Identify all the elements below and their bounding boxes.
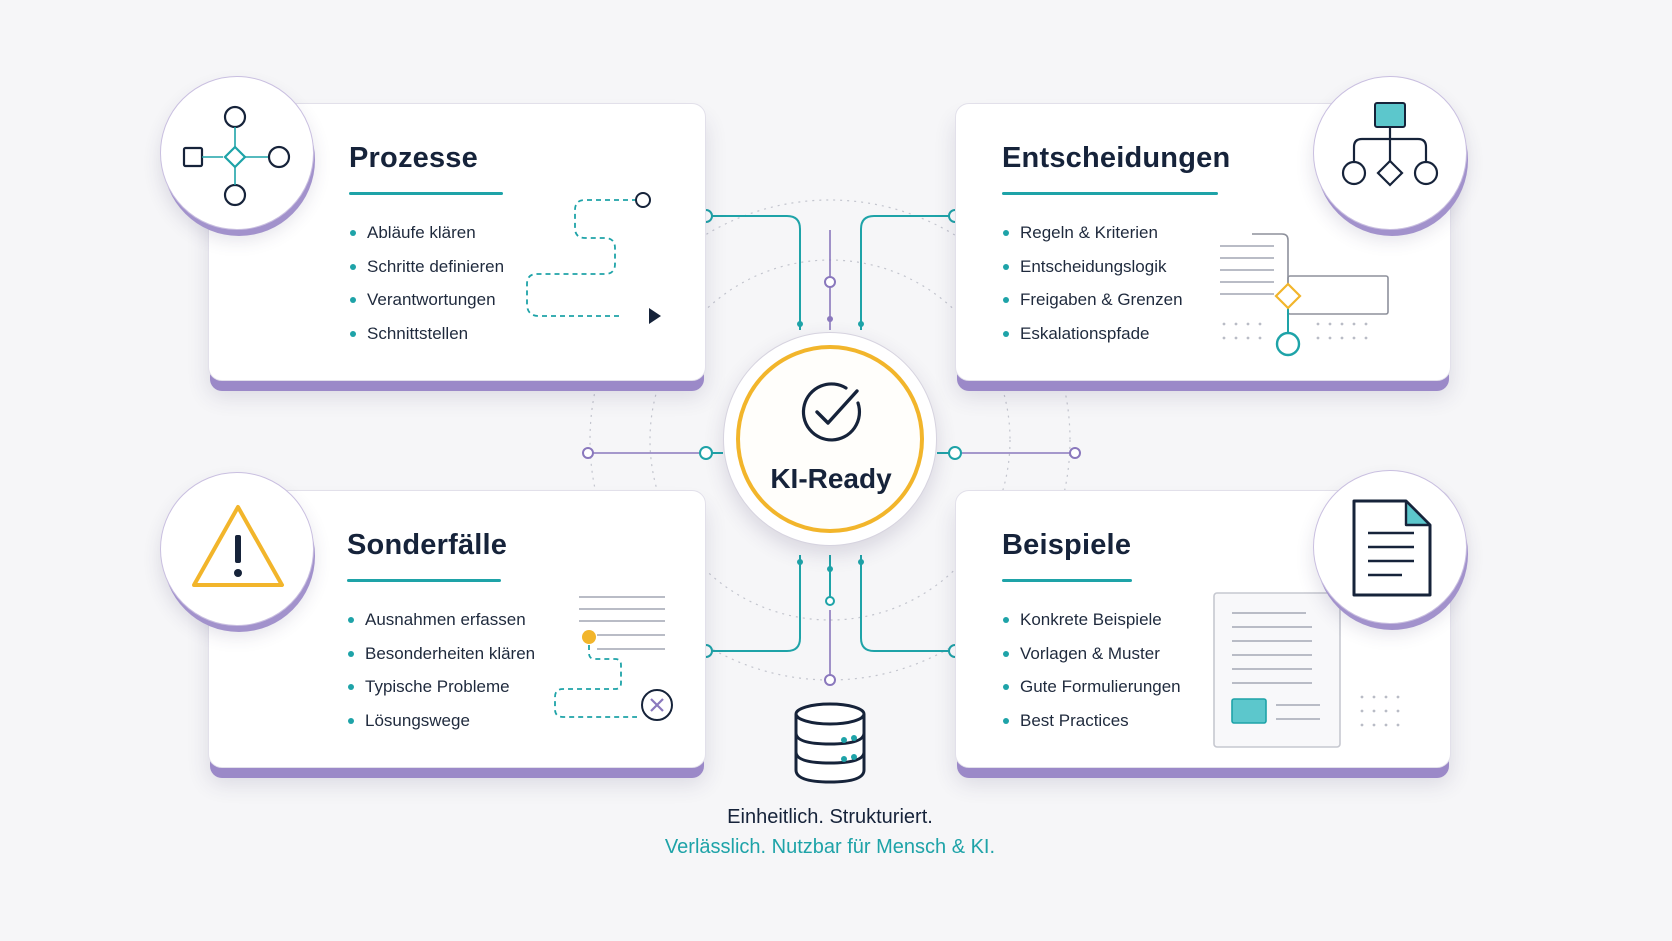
card-list: Abläufe klären Schritte definieren Veran…	[349, 222, 504, 356]
list-item: Schritte definieren	[349, 256, 504, 290]
card-title: Sonderfälle	[347, 529, 508, 561]
hub-label: KI-Ready	[770, 463, 892, 494]
database-icon	[794, 702, 866, 784]
title-underline	[347, 579, 501, 582]
list-item: Vorlagen & Muster	[1002, 643, 1181, 677]
document-icon	[1313, 470, 1467, 624]
list-item: Best Practices	[1002, 710, 1181, 744]
title-underline	[1002, 192, 1218, 195]
list-item: Freigaben & Grenzen	[1002, 289, 1183, 323]
list-item: Besonderheiten klären	[347, 643, 535, 677]
footer-caption-secondary: Verlässlich. Nutzbar für Mensch & KI.	[664, 836, 996, 858]
list-item: Ausnahmen erfassen	[347, 609, 535, 643]
card-title: Entscheidungen	[1002, 142, 1231, 174]
list-item: Abläufe klären	[349, 222, 504, 256]
card-list: Regeln & Kriterien Entscheidungslogik Fr…	[1002, 222, 1183, 356]
ki-ready-hub: KI-Ready	[723, 332, 937, 546]
card-list: Ausnahmen erfassen Besonderheiten klären…	[347, 609, 535, 743]
footer-caption-primary: Einheitlich. Strukturiert.	[727, 806, 933, 828]
title-underline	[349, 192, 503, 195]
exception-path-illustration	[554, 596, 673, 721]
checkmark-icon	[801, 382, 862, 442]
list-item: Verantwortungen	[349, 289, 504, 323]
template-document-illustration	[1213, 592, 1400, 748]
decision-flow-illustration	[1220, 233, 1389, 357]
list-item: Gute Formulierungen	[1002, 676, 1181, 710]
list-item: Regeln & Kriterien	[1002, 222, 1183, 256]
decision-tree-icon	[1313, 76, 1467, 230]
card-title: Beispiele	[1002, 529, 1132, 561]
list-item: Entscheidungslogik	[1002, 256, 1183, 290]
list-item: Schnittstellen	[349, 323, 504, 357]
card-processes: Prozesse Abläufe klären Schritte definie…	[208, 103, 706, 381]
dashed-path-illustration	[526, 192, 661, 324]
list-item: Konkrete Beispiele	[1002, 609, 1181, 643]
list-item: Eskalationspfade	[1002, 323, 1183, 357]
card-examples: Beispiele Konkrete Beispiele Vorlagen & …	[955, 490, 1451, 768]
title-underline	[1002, 579, 1132, 582]
warning-icon	[160, 472, 314, 626]
list-item: Typische Probleme	[347, 676, 535, 710]
list-item: Lösungswege	[347, 710, 535, 744]
card-list: Konkrete Beispiele Vorlagen & Muster Gut…	[1002, 609, 1181, 743]
process-flow-icon	[160, 76, 314, 230]
card-title: Prozesse	[349, 142, 478, 174]
